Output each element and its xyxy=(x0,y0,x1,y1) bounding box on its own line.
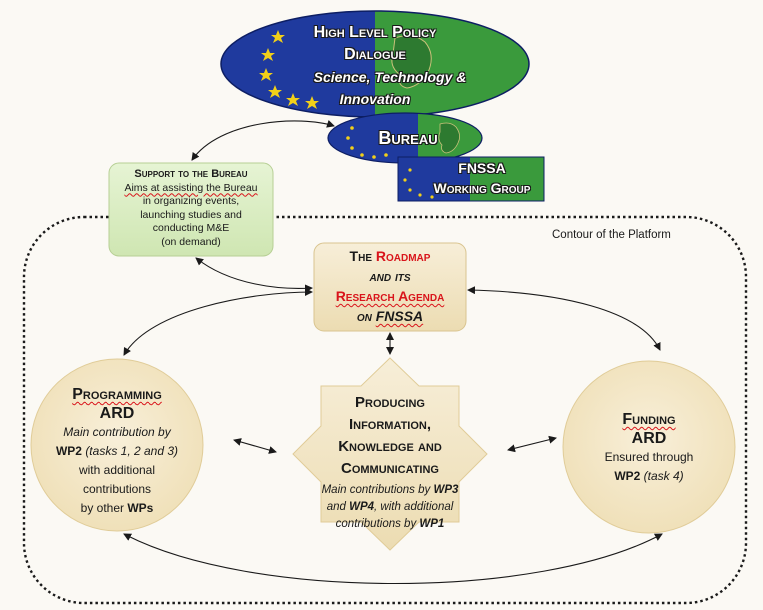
support-line5: (on demand) xyxy=(161,235,221,248)
roadmap-line4: on FNSSA xyxy=(356,308,424,324)
programming-text: Programming ARD Main contribution by WP2… xyxy=(37,385,197,518)
funding-title1: Funding xyxy=(622,411,676,428)
hlpd-line4: Innovation xyxy=(339,91,411,107)
producing-line2: Information, xyxy=(348,416,432,433)
programming-producing-arrow xyxy=(233,438,277,454)
support-line2: in organizing events, xyxy=(142,195,240,207)
support-text: Support to the Bureau Aims at assisting … xyxy=(111,168,271,249)
programming-line3: with additional xyxy=(78,463,156,477)
support-line3: launching studies and xyxy=(140,208,242,221)
support-line4: conducting M&E xyxy=(152,222,230,234)
hlpd-title: High Level Policy Dialogue Science, Tech… xyxy=(255,22,495,110)
programming-circle xyxy=(30,358,204,532)
support-title: Support to the Bureau xyxy=(134,168,248,180)
bureau-stars-icon xyxy=(346,126,388,159)
producing-line3: Knowledge and xyxy=(338,438,442,455)
bureau-ellipse xyxy=(327,112,483,164)
funding-line1: Ensured through xyxy=(604,450,694,464)
hlpd-line1: High Level Policy xyxy=(313,24,437,41)
roadmap-text: The Roadmap and its Research Agenda on F… xyxy=(316,246,464,326)
producing-line4: Communicating xyxy=(340,460,439,477)
programming-roadmap-arrow xyxy=(123,288,313,356)
funding-text: Funding ARD Ensured through WP2 (task 4) xyxy=(569,410,729,486)
roadmap-box xyxy=(313,242,467,332)
programming-line1: Main contribution by xyxy=(63,425,171,439)
programming-title2: ARD xyxy=(99,405,135,422)
working-group-title: FNSSA Working Group xyxy=(420,158,544,198)
working-group-box xyxy=(397,156,545,202)
producing-contrib3: contributions by WP1 xyxy=(335,518,445,530)
programming-line5: by other WPs xyxy=(80,501,154,515)
bureau-label: Bureau xyxy=(378,128,438,148)
support-line1: Aims at assisting the Bureau xyxy=(124,181,258,194)
working-group-line1: FNSSA xyxy=(458,160,506,176)
working-group-line2: Working Group xyxy=(433,180,531,196)
producing-line1: Producing xyxy=(355,394,425,411)
roadmap-line2: and its xyxy=(369,268,411,284)
roadmap-funding-arrow xyxy=(467,286,661,351)
roadmap-line3: Research Agenda xyxy=(335,288,445,304)
support-roadmap-arrow xyxy=(195,257,313,293)
eu-stars-icon xyxy=(259,30,319,109)
roadmap-line1: The Roadmap xyxy=(349,248,431,264)
producing-contrib2: and WP4, with additional xyxy=(326,501,454,513)
support-box xyxy=(108,162,274,257)
programming-funding-arrow xyxy=(123,533,663,585)
producing-contrib1: Main contributions by WP3 xyxy=(321,484,459,496)
hlpd-line2: Dialogue xyxy=(344,46,406,63)
producing-star xyxy=(292,357,488,551)
producing-funding-arrow xyxy=(507,435,557,453)
producing-text: Producing Information, Knowledge and Com… xyxy=(300,392,480,533)
contour-label: Contour of the Platform xyxy=(552,229,671,241)
programming-line4: contributions xyxy=(82,482,152,496)
funding-circle xyxy=(562,360,736,534)
funding-title2: ARD xyxy=(631,430,667,447)
programming-title1: Programming xyxy=(72,386,162,403)
programming-line2: WP2 (tasks 1, 2 and 3) xyxy=(55,444,179,458)
funding-line2: WP2 (task 4) xyxy=(614,469,684,483)
support-bureau-arrow xyxy=(191,120,335,161)
hlpd-line3: Science, Technology & xyxy=(313,69,467,85)
